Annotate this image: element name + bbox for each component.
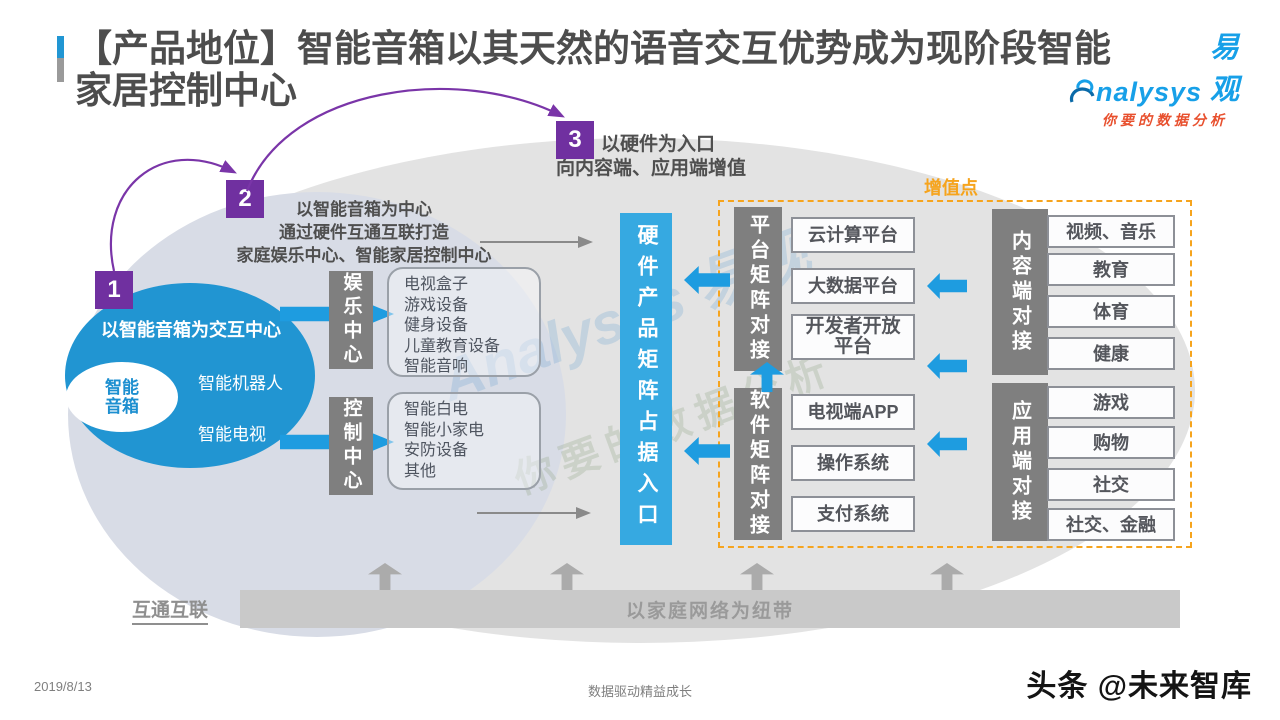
software-item: 支付系统 xyxy=(791,496,915,532)
step-3-text-line2: 向内容端、应用端增值 xyxy=(556,158,747,179)
application-item: 社交、金融 xyxy=(1047,508,1175,541)
control-center-header: 控制中心 xyxy=(329,397,373,495)
platform-item: 云计算平台 xyxy=(791,217,915,253)
analysys-logo: nalysys 易观 你要的数据分析 xyxy=(1068,24,1280,130)
platform-matrix-header: 平台矩阵对接 xyxy=(734,207,782,371)
page-title: 【产品地位】智能音箱以其天然的语音交互优势成为现阶段智能 家居控制中心 xyxy=(75,28,1111,111)
smart-speaker-core: 智能音箱 xyxy=(66,362,178,432)
hardware-entry-box: 硬件产品矩阵占据入口 xyxy=(620,213,672,545)
device-robot: 智能机器人 xyxy=(198,374,283,393)
application-item: 游戏 xyxy=(1047,386,1175,419)
hub-core-label: 以智能音箱为交互中心 xyxy=(101,320,281,340)
footer-slogan: 数据驱动精益成长 xyxy=(587,684,692,699)
step-2-text: 以智能音箱为中心 通过硬件互通互联打造 家庭娱乐中心、智能家居控制中心 xyxy=(236,200,492,265)
analysys-swirl-icon xyxy=(1069,79,1095,103)
footer-channel: 头条 @未来智库 xyxy=(1026,670,1252,703)
list-item: 其他 xyxy=(404,462,437,480)
logo-brand-cn: 易观 xyxy=(1210,32,1246,106)
value-zone-label: 增值点 xyxy=(924,178,978,198)
list-item: 智能音响 xyxy=(404,358,469,375)
software-item: 电视端APP xyxy=(791,394,915,430)
logo-tagline: 你要的数据分析 xyxy=(1102,112,1228,128)
step-badge-1: 1 xyxy=(95,271,133,309)
list-item: 智能小家电 xyxy=(404,421,485,439)
list-item: 电视盒子 xyxy=(404,276,469,293)
platform-item: 大数据平台 xyxy=(791,268,915,304)
content-item: 体育 xyxy=(1047,295,1175,328)
interlink-label: 互通互联 xyxy=(132,595,209,625)
footer-date: 2019/8/13 xyxy=(34,679,92,694)
software-matrix-header: 软件矩阵对接 xyxy=(734,388,782,540)
content-item: 视频、音乐 xyxy=(1047,215,1175,248)
list-item: 儿童教育设备 xyxy=(404,337,501,355)
control-device-list: 智能白电 智能小家电 安防设备 其他 xyxy=(387,392,541,490)
list-item: 健身设备 xyxy=(404,317,469,334)
application-item: 购物 xyxy=(1047,426,1175,459)
entertainment-center-header: 娱乐中心 xyxy=(329,271,373,369)
value-zone-dashed-box xyxy=(718,200,1192,548)
application-side-header: 应用端对接 xyxy=(992,383,1048,541)
home-network-bar-label: 以家庭网络为纽带 xyxy=(625,600,794,622)
step-badge-3: 3 xyxy=(556,121,594,159)
title-accent-bar xyxy=(57,36,64,82)
list-item: 智能白电 xyxy=(404,401,469,418)
content-item: 教育 xyxy=(1047,253,1175,286)
software-item: 操作系统 xyxy=(791,445,915,481)
home-network-bar: 以家庭网络为纽带 xyxy=(240,590,1180,628)
device-tv: 智能电视 xyxy=(198,425,266,444)
step-3-text-line1: 以硬件为入口 xyxy=(601,134,716,155)
smart-speaker-core-label: 智能音箱 xyxy=(105,378,139,416)
logo-brand-text: nalysys xyxy=(1095,77,1203,107)
platform-item: 开发者开放平台 xyxy=(791,314,915,360)
step-badge-2: 2 xyxy=(226,180,264,218)
entertainment-device-list: 电视盒子 游戏设备 健身设备 儿童教育设备 智能音响 xyxy=(387,267,541,377)
application-item: 社交 xyxy=(1047,468,1175,501)
list-item: 游戏设备 xyxy=(404,296,469,314)
content-side-header: 内容端对接 xyxy=(992,209,1048,375)
content-item: 健康 xyxy=(1047,337,1175,370)
list-item: 安防设备 xyxy=(404,442,469,459)
